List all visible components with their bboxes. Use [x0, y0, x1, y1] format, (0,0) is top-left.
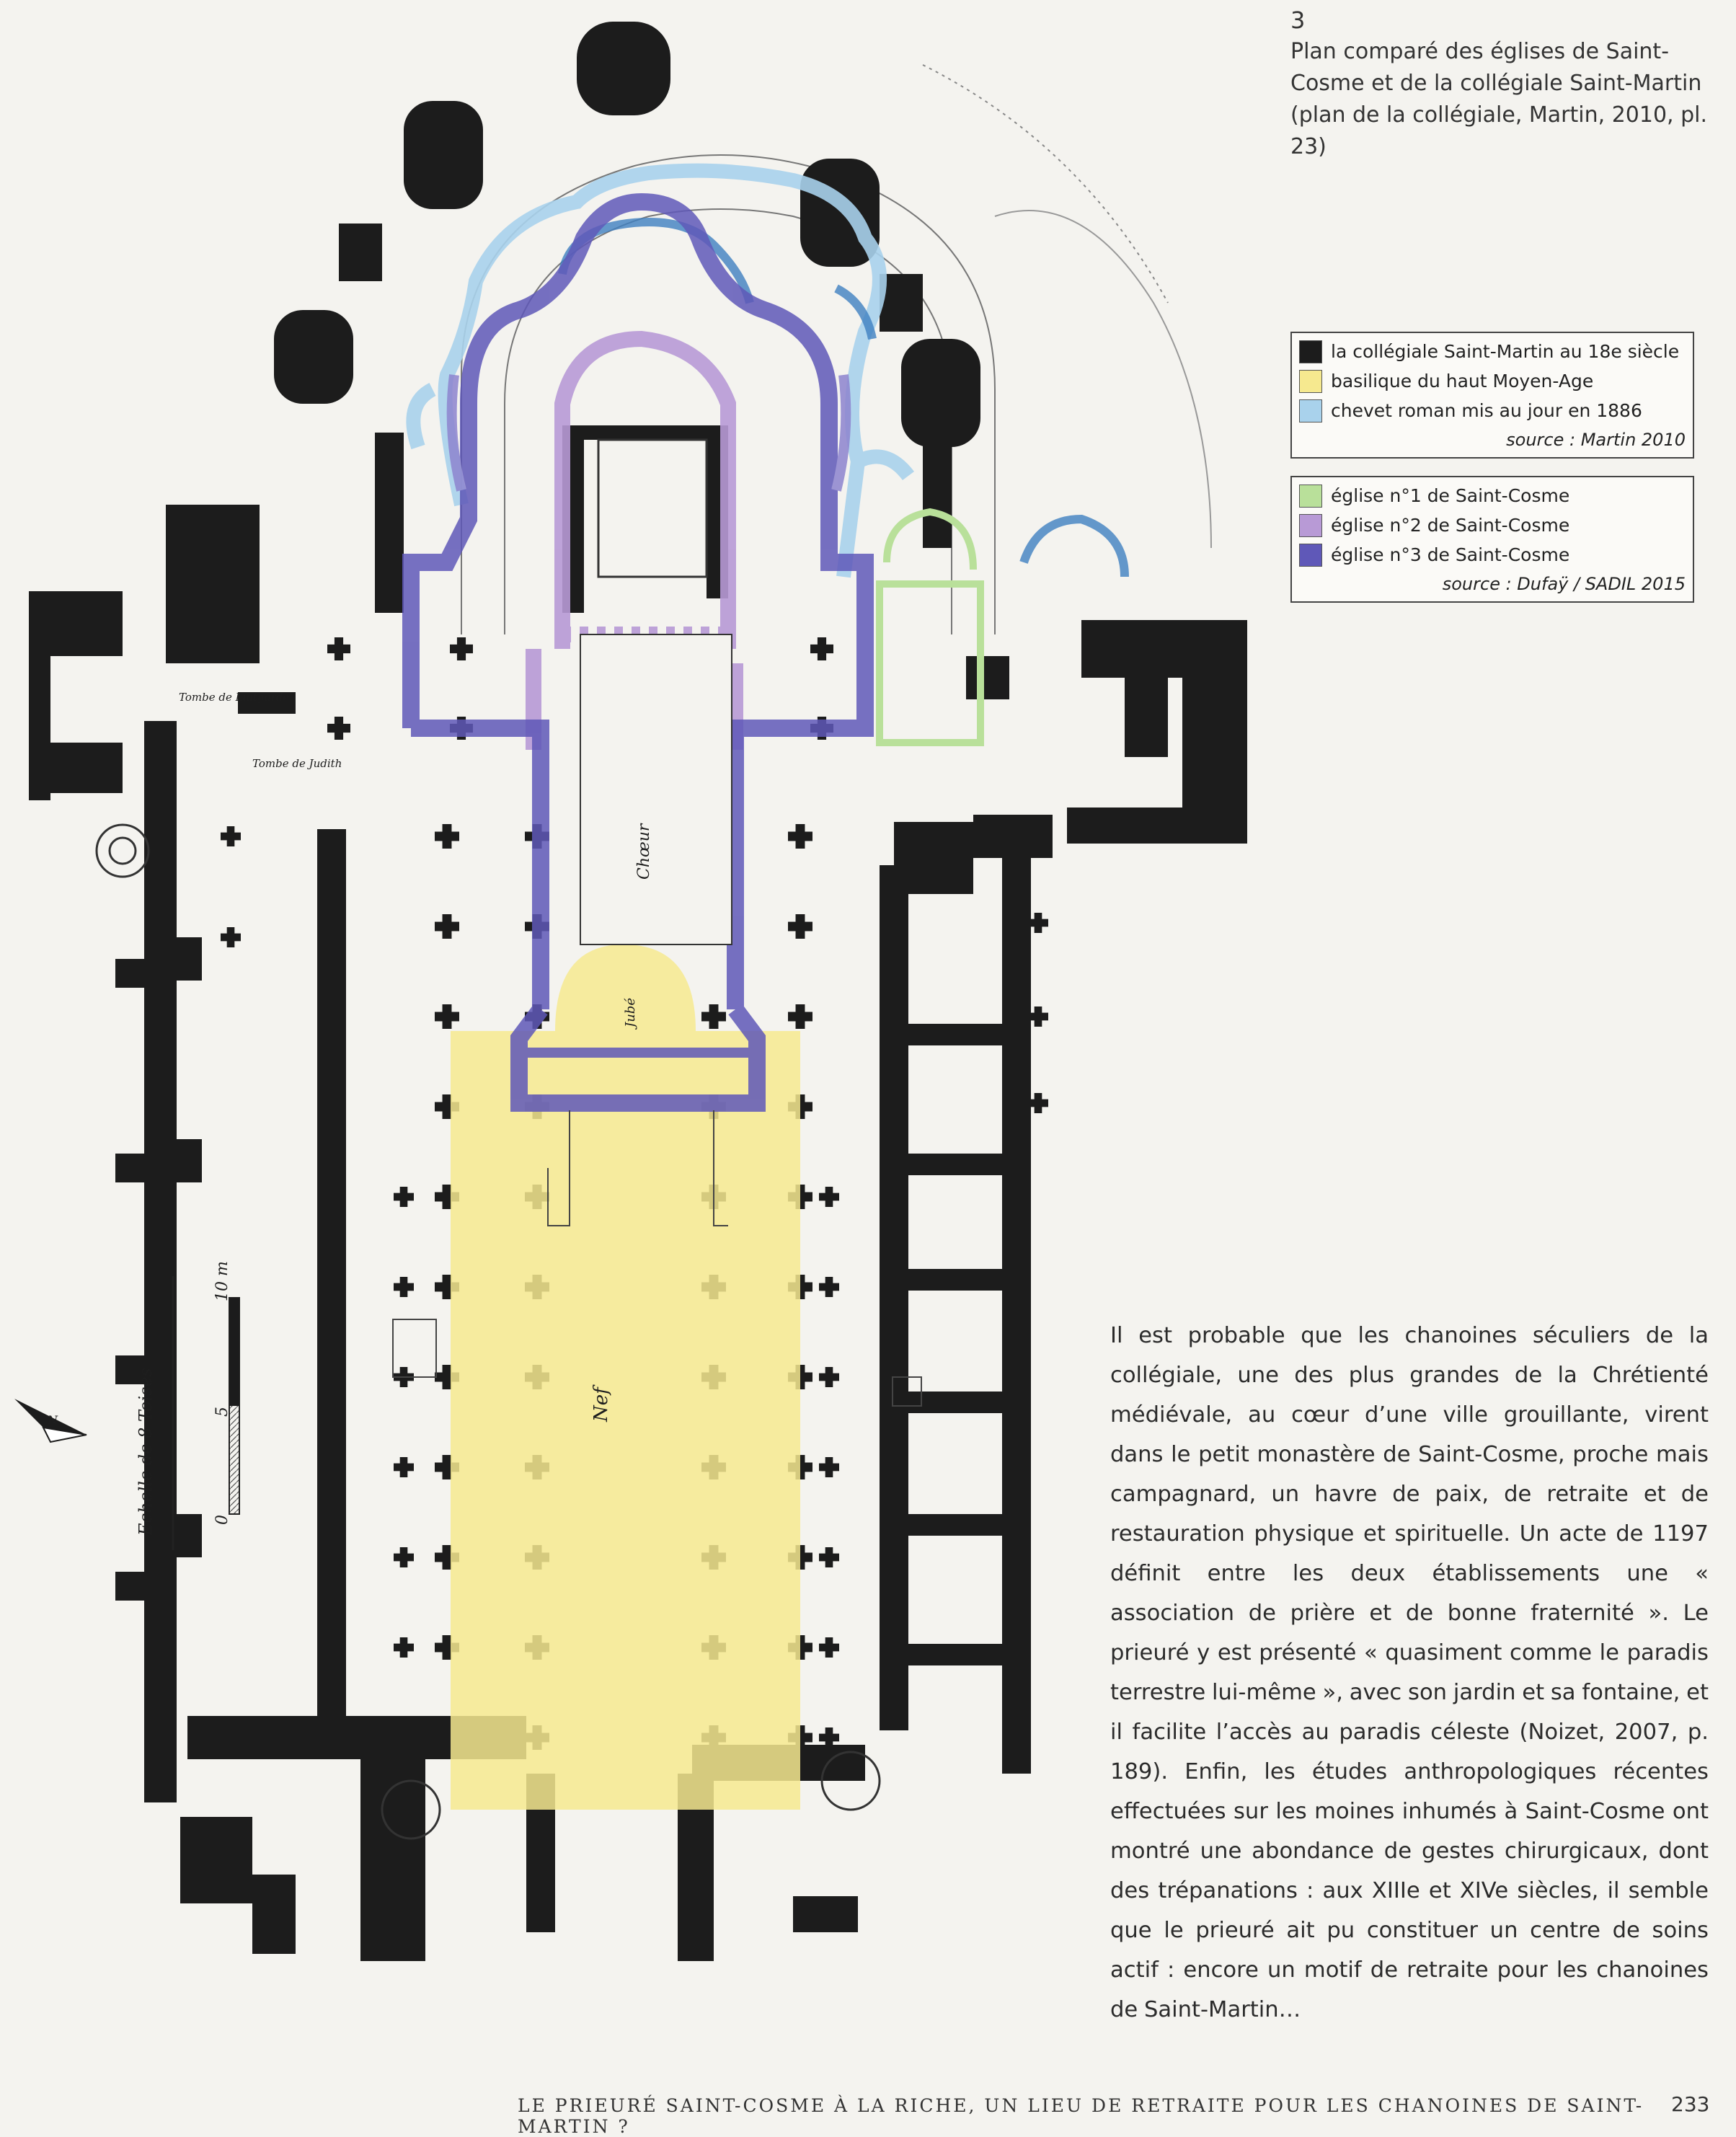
- pier: [788, 1004, 812, 1029]
- scale-5-label: 5: [213, 1407, 231, 1417]
- pier: [435, 1455, 459, 1479]
- page-number: 233: [1671, 2092, 1710, 2116]
- pier: [1028, 913, 1048, 933]
- pier: [810, 637, 833, 660]
- pier: [1028, 1006, 1048, 1027]
- legend-swatch: [1299, 513, 1322, 537]
- legend-item: église n°2 de Saint-Cosme: [1299, 510, 1686, 540]
- pier: [394, 1547, 414, 1567]
- eglise-1-saint-cosme: [876, 508, 984, 746]
- pier: [435, 1185, 459, 1209]
- legend-label: église n°1 de Saint-Cosme: [1331, 485, 1570, 506]
- legend-swatch: [1299, 484, 1322, 508]
- nave-interior-lines: [392, 1110, 922, 1407]
- figure-caption: 3 Plan comparé des églises de Saint-Cosm…: [1290, 4, 1716, 163]
- legend-label: église n°2 de Saint-Cosme: [1331, 515, 1570, 536]
- pier: [819, 1187, 839, 1207]
- pier: [788, 914, 812, 939]
- legend-item: la collégiale Saint-Martin au 18e siècle: [1299, 337, 1686, 366]
- label-nef: Nef: [590, 1384, 612, 1423]
- legend-source: source : Martin 2010: [1506, 430, 1686, 450]
- pier: [1028, 826, 1048, 846]
- legend-swatch: [1299, 340, 1322, 363]
- legend-swatch: [1299, 543, 1322, 567]
- basilique-haut-moyen-age: [451, 944, 800, 1810]
- pier: [788, 824, 812, 849]
- pier: [819, 1277, 839, 1297]
- pier: [1028, 1093, 1048, 1113]
- legend-item: église n°3 de Saint-Cosme: [1299, 540, 1686, 570]
- north-label: N: [47, 1413, 58, 1427]
- legend-label: église n°3 de Saint-Cosme: [1331, 544, 1570, 565]
- pier: [819, 1457, 839, 1477]
- scale-title-label: Echelle de 8 Toises: [136, 1368, 156, 1536]
- legend-item: chevet roman mis au jour en 1886: [1299, 396, 1686, 425]
- label-choeur: Chœur: [635, 823, 653, 880]
- pier: [450, 637, 473, 660]
- pier: [327, 717, 350, 740]
- pier: [435, 1275, 459, 1299]
- label-tombe-judith: Tombe de Judith: [252, 757, 342, 770]
- pier: [435, 824, 459, 849]
- pier: [435, 1545, 459, 1570]
- legend-label: la collégiale Saint-Martin au 18e siècle: [1331, 341, 1680, 362]
- scale-10-label: 10 m: [213, 1261, 231, 1301]
- spiral-stairs: [95, 823, 881, 1840]
- pier: [394, 1727, 414, 1748]
- pier: [327, 637, 350, 660]
- legend-label: basilique du haut Moyen-Age: [1331, 371, 1594, 391]
- label-jube: Jubé: [623, 998, 638, 1030]
- pier: [221, 927, 241, 947]
- pier: [819, 1637, 839, 1658]
- pier: [435, 1725, 459, 1750]
- legend-source: source : Dufaÿ / SADIL 2015: [1442, 574, 1686, 594]
- legend-item: basilique du haut Moyen-Age: [1299, 366, 1686, 396]
- north-arrow-icon: N: [14, 1399, 87, 1443]
- pier: [394, 1187, 414, 1207]
- eglise-3-saint-cosme: [402, 193, 874, 1112]
- pier: [435, 1094, 459, 1119]
- pier: [819, 1367, 839, 1387]
- legend-swatch: [1299, 399, 1322, 422]
- legend-martin: la collégiale Saint-Martin au 18e siècle…: [1290, 332, 1694, 459]
- pier: [394, 1457, 414, 1477]
- pier: [221, 826, 241, 846]
- legend-saint-cosme: église n°1 de Saint-Cosme église n°2 de …: [1290, 476, 1694, 603]
- pier: [394, 1277, 414, 1297]
- legend-label: chevet roman mis au jour en 1886: [1331, 400, 1642, 421]
- scale-bar: 10 m 5 0 Echelle de 8 Toises: [136, 1261, 240, 1550]
- pier: [435, 914, 459, 939]
- pier: [394, 1637, 414, 1658]
- figure-number: 3: [1290, 6, 1306, 34]
- running-title: LE PRIEURÉ SAINT-COSME À LA RICHE, UN LI…: [518, 2095, 1644, 2137]
- pier: [435, 1365, 459, 1389]
- legend-item: église n°1 de Saint-Cosme: [1299, 481, 1686, 510]
- pier: [435, 1635, 459, 1660]
- figure-caption-text: Plan comparé des églises de Saint-Cosme …: [1290, 39, 1708, 159]
- chevet-roman-1886: [406, 163, 914, 578]
- choeur-enclosure: [580, 438, 732, 945]
- body-paragraph: Il est probable que les chanoines séculi…: [1110, 1323, 1709, 2022]
- legend-swatch: [1299, 369, 1322, 393]
- pier: [701, 1004, 726, 1029]
- pier: [435, 1004, 459, 1029]
- pier: [819, 1727, 839, 1748]
- label-tombe-luitgarde: Tombe de Luitgarde: [179, 691, 289, 704]
- pier: [819, 1547, 839, 1567]
- scale-0-label: 0: [213, 1515, 231, 1525]
